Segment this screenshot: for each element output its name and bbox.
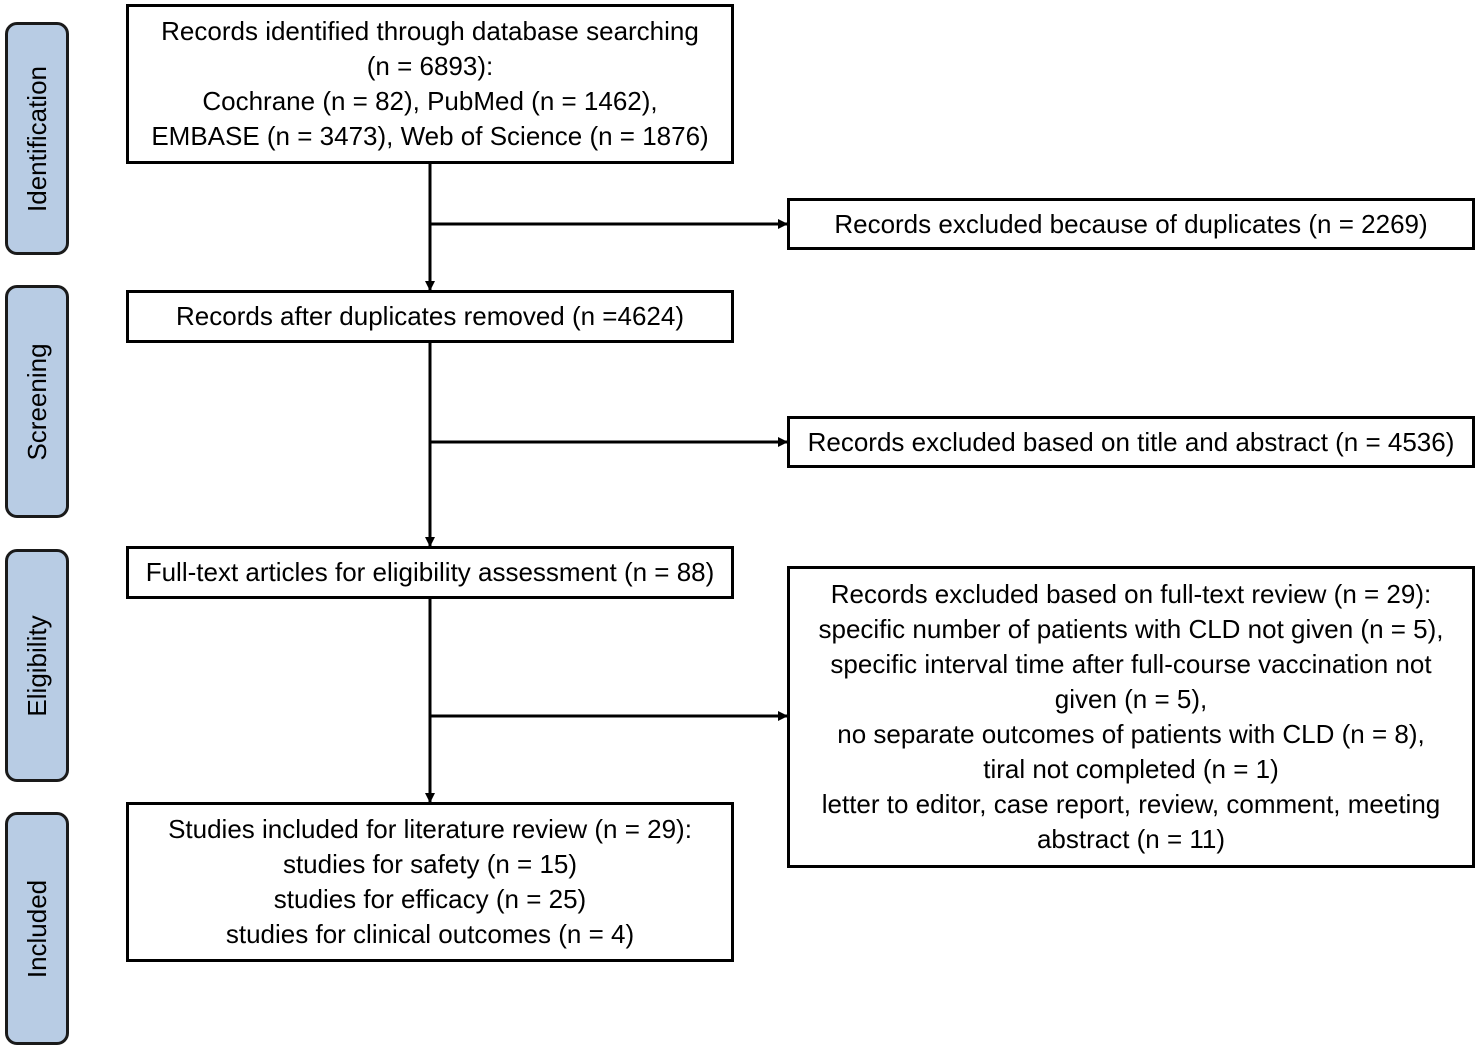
included-line-2: studies for safety (n = 15) xyxy=(282,849,578,879)
full-text-text: Full-text articles for eligibility asses… xyxy=(145,557,715,587)
included-line-4: studies for clinical outcomes (n = 4) xyxy=(225,919,635,949)
box-full-text-excluded: Records excluded based on full-text revi… xyxy=(787,566,1475,868)
box-duplicates-excluded: Records excluded because of duplicates (… xyxy=(787,198,1475,250)
identified-line-3: Cochrane (n = 82), PubMed (n = 1462), xyxy=(202,86,658,116)
full-text-excluded-line-3: specific interval time after full-course… xyxy=(830,649,1432,714)
box-records-identified: Records identified through database sear… xyxy=(126,4,734,164)
full-text-excluded-line-5: tiral not completed (n = 1) xyxy=(983,754,1279,784)
full-text-excluded-line-2: specific number of patients with CLD not… xyxy=(818,614,1444,644)
title-abstract-excluded-text: Records excluded based on title and abst… xyxy=(807,426,1455,457)
full-text-excluded-line-1: Records excluded based on full-text revi… xyxy=(830,579,1432,609)
included-line-1: Studies included for literature review (… xyxy=(168,814,692,844)
box-full-text-assessment: Full-text articles for eligibility asses… xyxy=(126,546,734,599)
box-studies-included: Studies included for literature review (… xyxy=(126,802,734,962)
full-text-excluded-line-4: no separate outcomes of patients with CL… xyxy=(837,719,1425,749)
identified-line-2: (n = 6893): xyxy=(366,51,494,81)
duplicates-excluded-text: Records excluded because of duplicates (… xyxy=(834,208,1428,239)
identified-line-1: Records identified through database sear… xyxy=(161,16,699,46)
stage-identification: Identification xyxy=(5,22,69,255)
included-line-3: studies for efficacy (n = 25) xyxy=(273,884,587,914)
stage-screening: Screening xyxy=(5,285,69,518)
after-duplicates-text: Records after duplicates removed (n =462… xyxy=(176,301,684,331)
box-title-abstract-excluded: Records excluded based on title and abst… xyxy=(787,416,1475,468)
stage-included: Included xyxy=(5,812,69,1045)
full-text-excluded-line-6: letter to editor, case report, review, c… xyxy=(821,789,1441,854)
identified-line-4: EMBASE (n = 3473), Web of Science (n = 1… xyxy=(151,121,709,151)
box-after-duplicates: Records after duplicates removed (n =462… xyxy=(126,290,734,343)
stage-eligibility: Eligibility xyxy=(5,549,69,782)
